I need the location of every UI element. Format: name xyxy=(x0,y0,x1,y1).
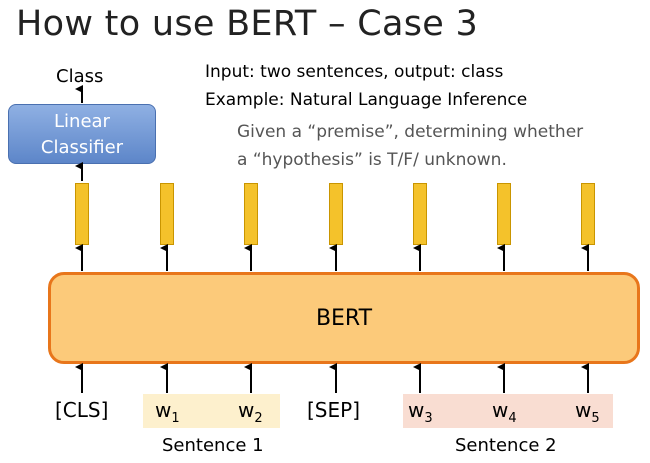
token-w5: w5 xyxy=(575,398,600,426)
token-w3: w3 xyxy=(408,398,433,426)
token-cls-text: [CLS] xyxy=(55,398,109,422)
token-w4-sub: 4 xyxy=(508,411,517,426)
sentence2-highlight xyxy=(403,394,613,428)
sentence1-label: Sentence 1 xyxy=(162,435,264,456)
linear-classifier-box: Linear Classifier xyxy=(8,104,156,164)
token-w2: w2 xyxy=(238,398,263,426)
bert-label: BERT xyxy=(315,305,373,331)
token-w1: w1 xyxy=(155,398,180,426)
token-sep: [SEP] xyxy=(307,398,360,422)
sentence1-highlight xyxy=(143,394,280,428)
token-w5-base: w xyxy=(575,398,592,422)
token-w4: w4 xyxy=(492,398,517,426)
example-description: Example: Natural Language Inference xyxy=(205,90,528,110)
token-w3-base: w xyxy=(408,398,425,422)
token-w1-base: w xyxy=(155,398,172,422)
class-output-label: Class xyxy=(56,66,104,87)
nli-description-line2: a “hypothesis” is T/F/ unknown. xyxy=(237,150,507,170)
bert-model-box: BERT xyxy=(48,272,640,364)
token-w1-sub: 1 xyxy=(171,411,180,426)
linear-classifier-label-line1: Linear xyxy=(54,111,110,132)
token-w2-sub: 2 xyxy=(254,411,263,426)
nli-description-line1: Given a “premise”, determining whether xyxy=(237,122,584,142)
linear-classifier-label-line2: Classifier xyxy=(40,137,124,158)
input-output-description: Input: two sentences, output: class xyxy=(205,62,504,82)
token-sep-text: [SEP] xyxy=(307,398,360,422)
token-w5-sub: 5 xyxy=(591,411,600,426)
slide-title: How to use BERT – Case 3 xyxy=(16,4,479,44)
sentence2-label: Sentence 2 xyxy=(455,435,557,456)
token-cls: [CLS] xyxy=(55,398,108,422)
token-w4-base: w xyxy=(492,398,509,422)
token-w2-base: w xyxy=(238,398,255,422)
nli-description: Given a “premise”, determining whether a… xyxy=(237,118,583,174)
token-w3-sub: 3 xyxy=(424,411,433,426)
